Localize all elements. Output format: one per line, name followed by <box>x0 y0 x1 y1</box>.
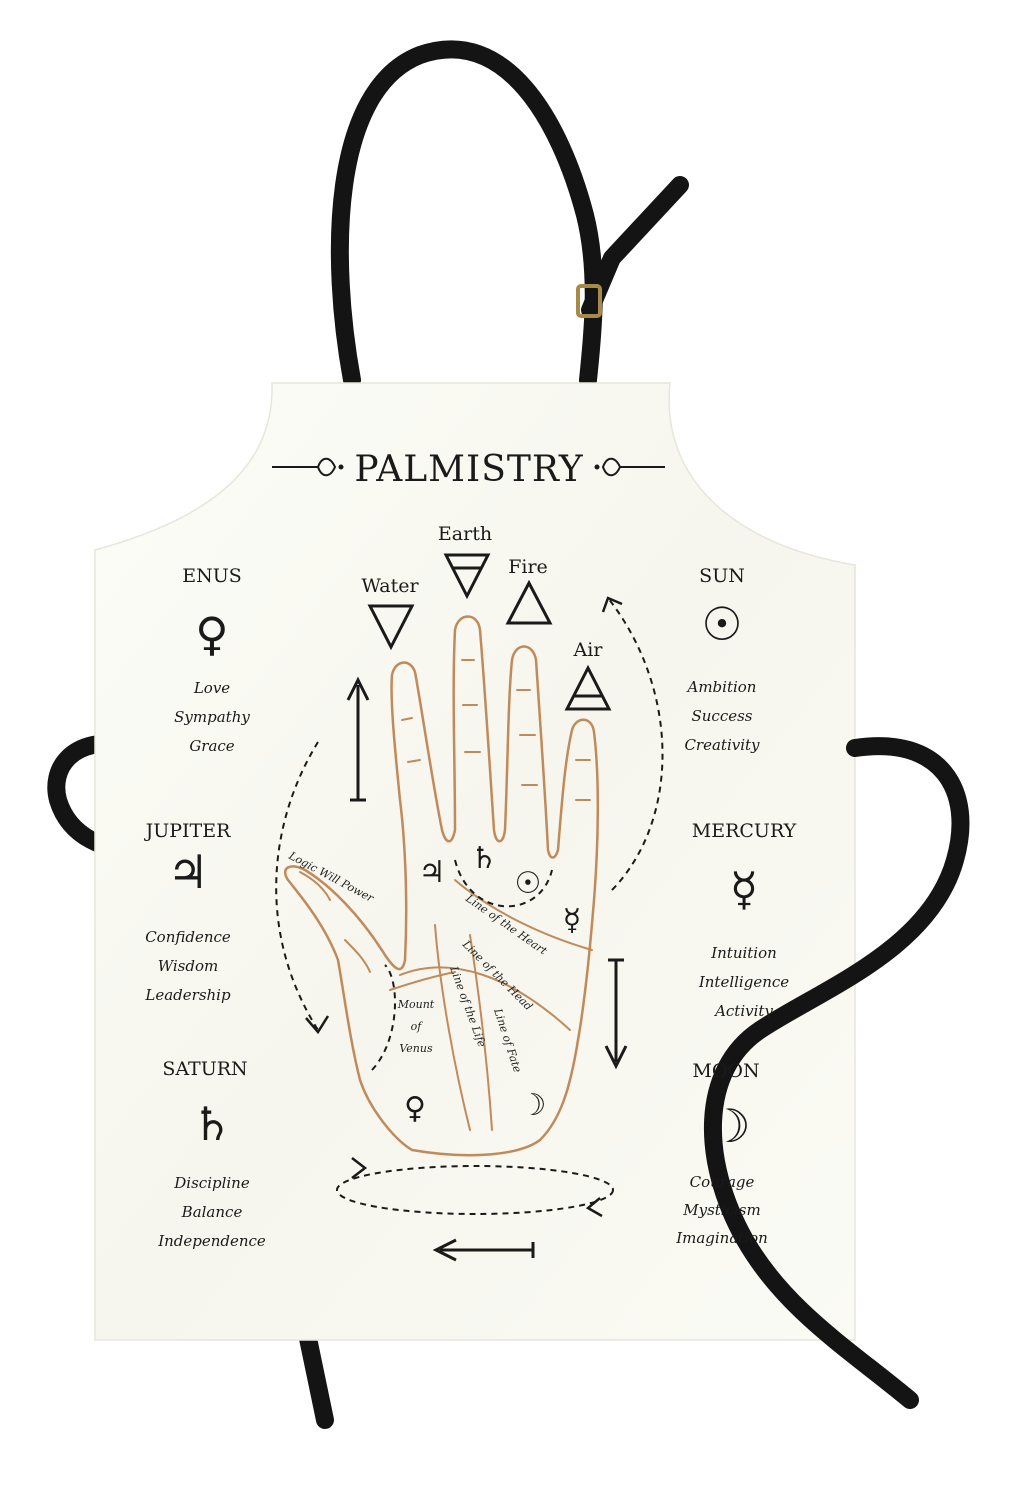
element-earth: Earth <box>438 523 492 600</box>
right-arc-arrowhead <box>601 596 623 613</box>
planet-jupiter-trait: Confidence <box>145 928 231 946</box>
strap-buckle <box>576 284 602 318</box>
fire-icon <box>505 579 553 625</box>
sun-icon: ☉ <box>701 597 742 651</box>
planet-moon: MOON ☽ Courage Mysticism Imagination <box>675 1060 768 1247</box>
planet-mercury: MERCURY ☿ Intuition Intelligence Activit… <box>692 820 797 1020</box>
planet-jupiter-trait: Leadership <box>144 986 231 1004</box>
element-air-label: Air <box>573 639 604 661</box>
planet-venus-trait: Grace <box>189 737 234 755</box>
planet-jupiter-trait: Wisdom <box>158 957 219 975</box>
venus-icon: ♀ <box>195 607 229 661</box>
moon-icon: ☽ <box>709 1099 750 1153</box>
planet-venus-trait: Love <box>193 679 230 697</box>
title-ornament-right <box>594 457 665 477</box>
ellipse-arrowhead-left <box>351 1157 368 1179</box>
hand-outline <box>283 615 600 1157</box>
mercury-icon: ☿ <box>730 862 758 916</box>
planet-venus: ENUS ♀ Love Sympathy Grace <box>174 565 250 755</box>
down-arrow <box>604 958 628 1070</box>
planet-saturn: SATURN ♄ Discipline Balance Independence <box>157 1058 266 1250</box>
palm-saturn-icon: ♄ <box>471 841 498 876</box>
planet-moon-trait: Courage <box>690 1173 755 1191</box>
planet-saturn-trait: Independence <box>157 1232 266 1250</box>
planet-mercury-trait: Intuition <box>710 944 777 962</box>
earth-icon <box>443 553 491 600</box>
ellipse-arrowhead-right <box>585 1197 603 1218</box>
element-earth-label: Earth <box>438 523 492 545</box>
air-icon <box>564 664 612 711</box>
planet-jupiter-name: JUPITER <box>144 820 231 842</box>
planet-saturn-name: SATURN <box>162 1058 247 1080</box>
planet-jupiter: JUPITER ♃ Confidence Wisdom Leadership <box>144 820 231 1004</box>
planet-mercury-name: MERCURY <box>692 820 797 842</box>
up-arrow <box>346 676 370 802</box>
palm-sun-icon: ☉ <box>515 866 542 901</box>
planet-moon-name: MOON <box>692 1060 759 1082</box>
water-icon <box>367 604 415 651</box>
right-waist-tie <box>704 737 970 1409</box>
planet-mercury-trait: Intelligence <box>698 973 789 991</box>
planet-sun-trait: Success <box>691 707 752 725</box>
planet-sun-name: SUN <box>699 565 745 587</box>
label-venus: Venus <box>399 1042 433 1055</box>
element-fire-label: Fire <box>508 556 548 578</box>
palm-moon-icon: ☽ <box>520 1088 547 1123</box>
label-of: of <box>411 1020 424 1033</box>
element-water: Water <box>361 575 419 651</box>
element-water-label: Water <box>361 575 419 597</box>
planet-moon-trait: Mysticism <box>682 1201 760 1219</box>
left-arrow <box>432 1238 535 1262</box>
element-air: Air <box>564 639 612 711</box>
palm-venus-icon: ♀ <box>404 1091 426 1126</box>
label-mount: Mount <box>397 998 435 1011</box>
jupiter-icon: ♃ <box>167 845 208 899</box>
planet-venus-name: ENUS <box>182 565 242 587</box>
palm-jupiter-icon: ♃ <box>419 855 446 890</box>
planet-saturn-trait: Discipline <box>173 1174 250 1192</box>
page-title: PALMISTRY <box>354 449 584 490</box>
planet-moon-trait: Imagination <box>675 1229 768 1247</box>
apron-body <box>94 382 856 1341</box>
palm-mercury-icon: ☿ <box>563 903 581 938</box>
neck-strap <box>330 40 689 389</box>
planet-venus-trait: Sympathy <box>174 708 250 726</box>
venus-mount-arc <box>371 964 396 1071</box>
element-fire: Fire <box>505 556 553 625</box>
right-dashed-arc <box>607 597 664 891</box>
title-ornament-left <box>272 457 344 477</box>
left-dashed-arc <box>275 741 319 1031</box>
planet-sun-trait: Ambition <box>686 678 757 696</box>
planet-saturn-trait: Balance <box>181 1203 243 1221</box>
left-arc-arrowhead <box>305 1015 330 1035</box>
saturn-icon: ♄ <box>191 1097 232 1151</box>
planet-sun-trait: Creativity <box>684 736 760 754</box>
planet-mercury-trait: Activity <box>713 1002 773 1020</box>
planet-sun: SUN ☉ Ambition Success Creativity <box>684 565 760 754</box>
bottom-dashed-ellipse <box>336 1165 614 1215</box>
